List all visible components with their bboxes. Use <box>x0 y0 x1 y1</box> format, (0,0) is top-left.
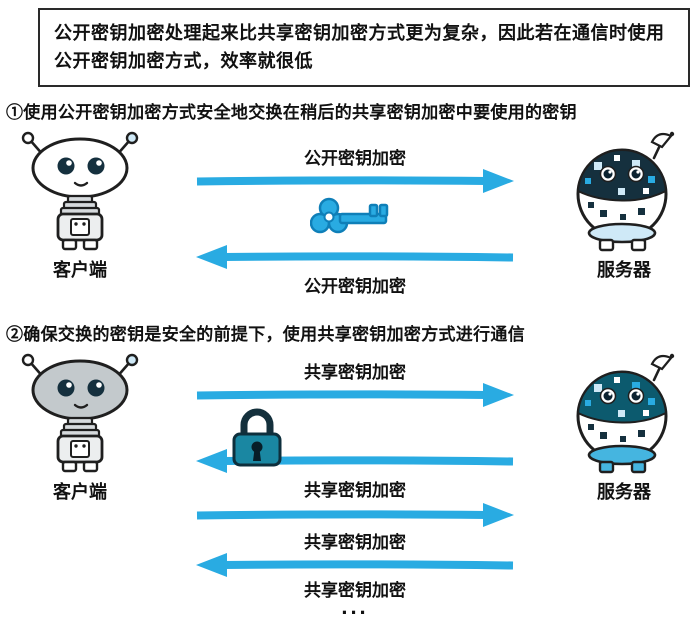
section2-heading: ②确保交换的密钥是安全的前提下，使用共享密钥加密方式进行通信 <box>6 325 525 344</box>
client-label: 客户端 <box>53 260 107 280</box>
arrow-label-shared-key-3: 共享密钥加密 <box>304 533 406 552</box>
lock-icon <box>228 406 286 470</box>
arrow-label-public-key-1: 公开密钥加密 <box>304 149 406 168</box>
continuation-ellipsis: ... <box>341 594 369 619</box>
right-arrow <box>195 168 515 194</box>
client-robot-illustration <box>14 130 146 252</box>
arrow-label-shared-key-4: 共享密钥加密 <box>304 581 406 600</box>
note-text: 公开密钥加密处理起来比共享密钥加密方式更为复杂，因此若在通信时使用公开密钥加密方… <box>54 23 665 72</box>
key-icon <box>310 196 394 242</box>
server-robot-illustration <box>558 128 690 254</box>
note-box: 公开密钥加密处理起来比共享密钥加密方式更为复杂，因此若在通信时使用公开密钥加密方… <box>38 8 690 87</box>
right-arrow <box>195 382 515 408</box>
arrow-label-shared-key-2: 共享密钥加密 <box>304 481 406 500</box>
server-label: 服务器 <box>597 482 651 502</box>
left-arrow <box>195 552 515 578</box>
client-label: 客户端 <box>53 482 107 502</box>
client-robot-illustration <box>14 352 146 474</box>
left-arrow <box>195 244 515 270</box>
section1-heading: ①使用公开密钥加密方式安全地交换在稍后的共享密钥加密中要使用的密钥 <box>6 103 577 122</box>
server-label: 服务器 <box>597 260 651 280</box>
server-robot-illustration <box>558 350 690 476</box>
arrow-label-shared-key-1: 共享密钥加密 <box>304 363 406 382</box>
right-arrow <box>195 502 515 528</box>
arrow-label-public-key-2: 公开密钥加密 <box>304 277 406 296</box>
